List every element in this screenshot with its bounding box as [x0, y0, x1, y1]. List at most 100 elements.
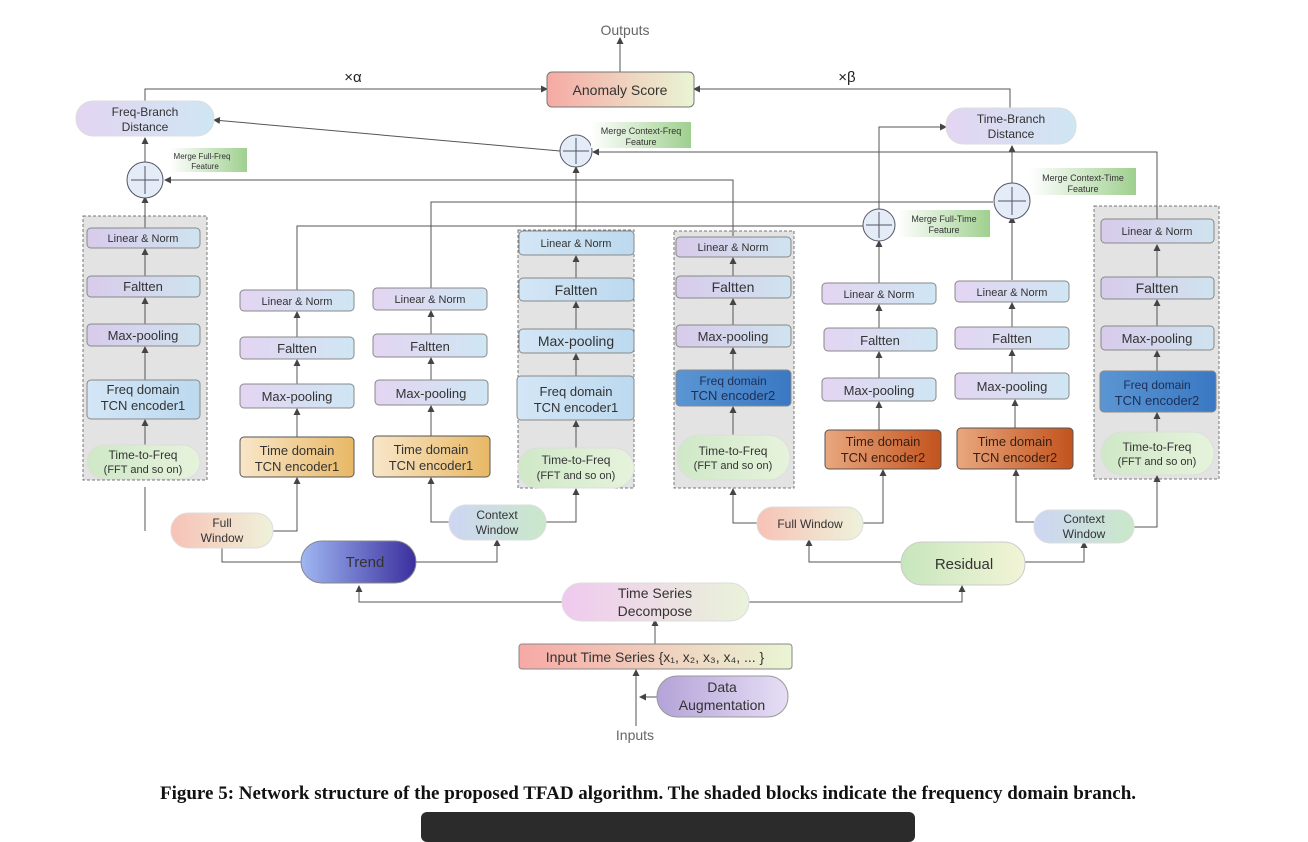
svg-text:Full Window: Full Window [777, 517, 843, 531]
svg-text:Time Series: Time Series [618, 585, 692, 601]
svg-text:Full: Full [212, 516, 231, 530]
linear-norm-label: Linear & Norm [977, 287, 1048, 299]
column-4-freq-context: Linear & Norm Faltten Max-pooling Freq d… [516, 230, 635, 489]
time-tcn2-line1: Time domain [846, 434, 921, 449]
flatten-label: Faltten [277, 341, 317, 356]
time-tcn2-line2: TCN encoder2 [973, 450, 1058, 465]
linear-norm-label: Linear & Norm [262, 296, 333, 308]
svg-text:Feature: Feature [191, 162, 219, 171]
time-tcn1-line1: Time domain [394, 442, 469, 457]
flatten-label: Faltten [410, 339, 450, 354]
max-pooling-label: Max-pooling [977, 379, 1048, 394]
freq-tcn1-line2: TCN encoder1 [534, 400, 619, 415]
alpha-weight-label: ×α [344, 69, 362, 86]
max-pooling-label: Max-pooling [698, 329, 769, 344]
context-window-trend-node: Context Window [448, 504, 547, 541]
time-to-freq-line2: (FFT and so on) [537, 470, 616, 482]
time-to-freq-line1: Time-to-Freq [699, 444, 768, 458]
linear-norm-label: Linear & Norm [395, 294, 466, 306]
svg-text:Feature: Feature [1067, 184, 1098, 194]
time-tcn1-line2: TCN encoder1 [255, 459, 340, 474]
flatten-label: Faltten [555, 282, 598, 298]
time-branch-distance-node: Time-Branch Distance [945, 107, 1077, 145]
svg-text:Window: Window [1063, 527, 1106, 541]
anomaly-score-node: Anomaly Score [546, 71, 695, 108]
time-to-freq-line2: (FFT and so on) [1118, 456, 1197, 468]
linear-norm-label: Linear & Norm [108, 233, 179, 245]
flatten-label: Faltten [1136, 280, 1179, 296]
time-distance-line1: Time-Branch [977, 112, 1045, 126]
max-pooling-label: Max-pooling [396, 386, 467, 401]
freq-branch-distance-node: Freq-Branch Distance [75, 100, 215, 137]
svg-text:Context: Context [1063, 512, 1105, 526]
trend-node: Trend [300, 540, 417, 584]
max-pooling-label: Max-pooling [1122, 331, 1193, 346]
linear-norm-label: Linear & Norm [1122, 226, 1193, 238]
merge-full-freq-label: Merge Full-Freq Feature [170, 148, 247, 172]
svg-text:Window: Window [476, 523, 519, 537]
linear-norm-label: Linear & Norm [698, 242, 769, 254]
residual-node: Residual [900, 541, 1026, 586]
merge-full-freq-plus [126, 161, 164, 199]
inputs-label: Inputs [616, 727, 654, 743]
merge-context-time-label: Merge Context-Time Feature [1030, 168, 1136, 195]
svg-text:Window: Window [201, 531, 244, 545]
column-8-freq-context-residual: Linear & Norm Faltten Max-pooling Freq d… [1099, 218, 1217, 476]
column-6-time-full-residual: Linear & Norm Faltten Max-pooling Time d… [821, 282, 942, 470]
max-pooling-label: Max-pooling [108, 328, 179, 343]
freq-tcn2-line2: TCN encoder2 [691, 388, 776, 403]
svg-text:Feature: Feature [625, 137, 656, 147]
max-pooling-label: Max-pooling [262, 389, 333, 404]
column-5-freq-full-residual: Linear & Norm Faltten Max-pooling Freq d… [675, 236, 792, 481]
freq-tcn1-line1: Freq domain [107, 382, 180, 397]
full-window-residual-node: Full Window [756, 506, 864, 541]
freq-distance-line2: Distance [122, 120, 169, 134]
beta-weight-label: ×β [838, 69, 856, 86]
merge-context-freq-plus [559, 134, 593, 168]
freq-tcn1-line1: Freq domain [540, 384, 613, 399]
freq-tcn1-line2: TCN encoder1 [101, 398, 186, 413]
merge-context-freq-label: Merge Context-Freq Feature [591, 122, 691, 148]
svg-text:Merge Context-Time: Merge Context-Time [1042, 173, 1124, 183]
time-tcn1-line2: TCN encoder1 [389, 458, 474, 473]
merge-context-time-plus [993, 182, 1031, 220]
svg-text:Merge Full-Freq: Merge Full-Freq [174, 152, 231, 161]
viewer-toolbar[interactable] [421, 812, 915, 842]
svg-text:Context: Context [476, 508, 518, 522]
freq-distance-line1: Freq-Branch [112, 105, 179, 119]
freq-tcn2-line2: TCN encoder2 [1115, 393, 1200, 408]
time-to-freq-line1: Time-to-Freq [109, 448, 178, 462]
time-to-freq-line2: (FFT and so on) [104, 464, 183, 476]
max-pooling-label: Max-pooling [538, 333, 614, 349]
figure-caption: Figure 5: Network structure of the propo… [159, 783, 1137, 804]
flatten-label: Faltten [712, 279, 755, 295]
full-window-trend-node: Full Window [170, 512, 274, 549]
data-augmentation-node: Data Augmentation [656, 675, 789, 718]
time-to-freq-line1: Time-to-Freq [1123, 440, 1192, 454]
outputs-label: Outputs [600, 22, 649, 38]
time-tcn2-line1: Time domain [978, 434, 1053, 449]
flatten-label: Faltten [123, 279, 163, 294]
anomaly-score-label: Anomaly Score [573, 82, 668, 98]
time-to-freq-line1: Time-to-Freq [542, 453, 611, 467]
trend-label: Trend [346, 554, 385, 571]
connectors [141, 37, 1161, 726]
linear-norm-label: Linear & Norm [844, 289, 915, 301]
flatten-label: Faltten [860, 333, 900, 348]
merge-full-time-plus [862, 208, 896, 242]
tfad-network-diagram: Outputs ×α ×β Anomaly Score Freq-Branch … [75, 22, 1220, 743]
max-pooling-label: Max-pooling [844, 383, 915, 398]
column-3-time-context: Linear & Norm Faltten Max-pooling Time d… [372, 287, 491, 478]
freq-tcn2-line1: Freq domain [699, 374, 766, 388]
svg-text:Merge Full-Time: Merge Full-Time [911, 214, 976, 224]
time-series-decompose-node: Time Series Decompose [561, 582, 750, 622]
merge-full-time-label: Merge Full-Time Feature [898, 210, 990, 237]
time-to-freq-line2: (FFT and so on) [694, 460, 773, 472]
svg-text:Decompose: Decompose [618, 603, 693, 619]
time-tcn2-line2: TCN encoder2 [841, 450, 926, 465]
time-tcn1-line1: Time domain [260, 443, 335, 458]
column-2-time-full: Linear & Norm Faltten Max-pooling Time d… [239, 289, 355, 478]
time-distance-line2: Distance [988, 127, 1035, 141]
linear-norm-label: Linear & Norm [541, 238, 612, 250]
